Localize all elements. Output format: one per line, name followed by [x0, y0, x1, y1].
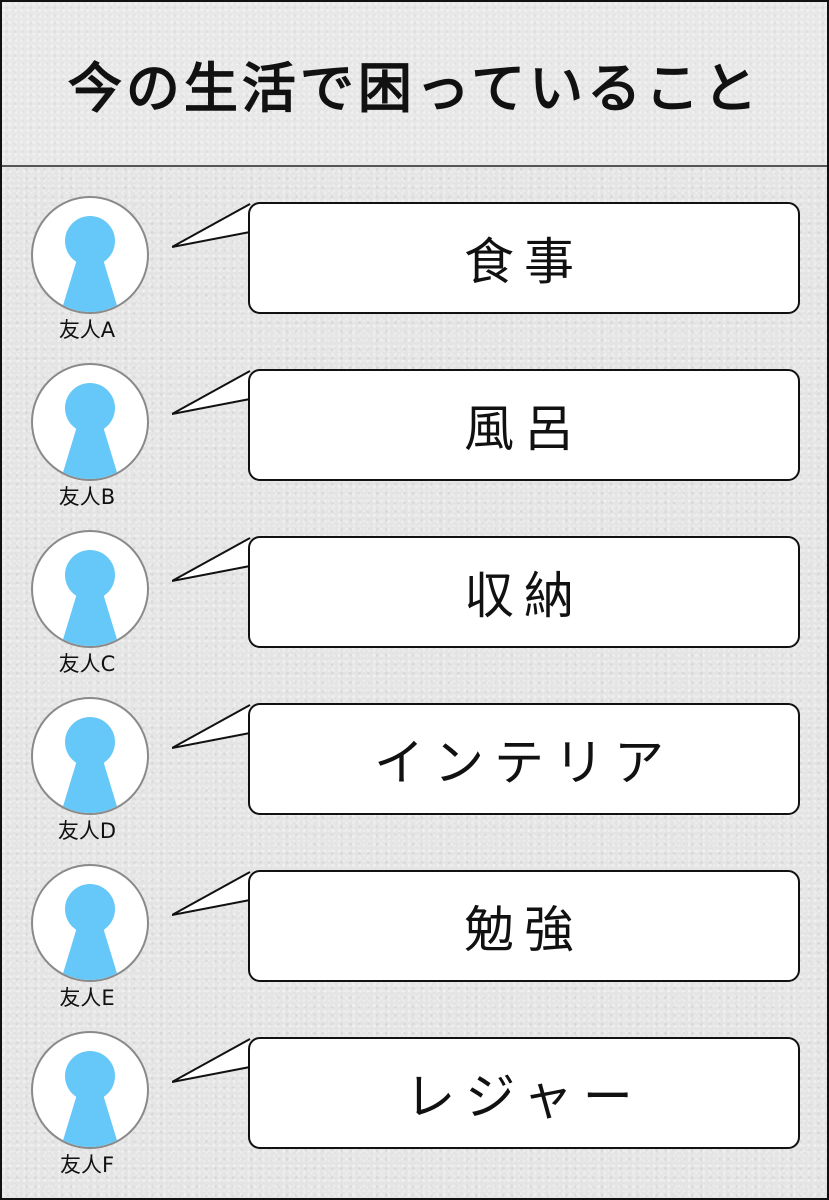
avatar [31, 530, 149, 648]
person-silhouette-icon [61, 550, 119, 646]
avatar [31, 196, 149, 314]
person-silhouette-icon [61, 383, 119, 479]
avatar [31, 1031, 149, 1149]
friend-label: 友人F [59, 1153, 115, 1177]
friend-label: 友人D [57, 819, 117, 843]
avatar [31, 697, 149, 815]
list-item-friend-f: 友人F レジャー [2, 1009, 827, 1177]
speech-bubble: 勉強 [248, 870, 800, 982]
speech-bubble: レジャー [248, 1037, 800, 1149]
speech-bubble-tail [172, 370, 251, 415]
friend-label: 友人A [58, 318, 116, 342]
friend-label: 友人C [58, 652, 116, 676]
list-item-friend-e: 友人E 勉強 [2, 842, 827, 1010]
page-title: 今の生活で困っていること [67, 56, 762, 120]
speech-bubble: 食事 [248, 202, 800, 314]
speech-bubble-tail [172, 537, 251, 582]
person-silhouette-icon [61, 216, 119, 312]
speech-bubble-tail [172, 704, 251, 749]
list-item-friend-b: 友人B 風呂 [2, 341, 827, 509]
avatar [31, 864, 149, 982]
speech-bubble: 収納 [248, 536, 800, 648]
speech-bubble: 風呂 [248, 369, 800, 481]
speech-bubble-tail [172, 871, 251, 916]
list-item-friend-d: 友人D インテリア [2, 675, 827, 843]
friend-label: 友人B [58, 485, 116, 509]
speech-bubble-tail [172, 203, 251, 248]
header: 今の生活で困っていること [2, 2, 827, 167]
speech-bubble: インテリア [248, 703, 800, 815]
person-silhouette-icon [61, 884, 119, 980]
list-item-friend-a: 友人A 食事 [2, 174, 827, 342]
person-silhouette-icon [61, 717, 119, 813]
speech-bubble-tail [172, 1038, 251, 1083]
person-silhouette-icon [61, 1051, 119, 1147]
avatar [31, 363, 149, 481]
list-item-friend-c: 友人C 収納 [2, 508, 827, 676]
friend-label: 友人E [59, 986, 115, 1010]
